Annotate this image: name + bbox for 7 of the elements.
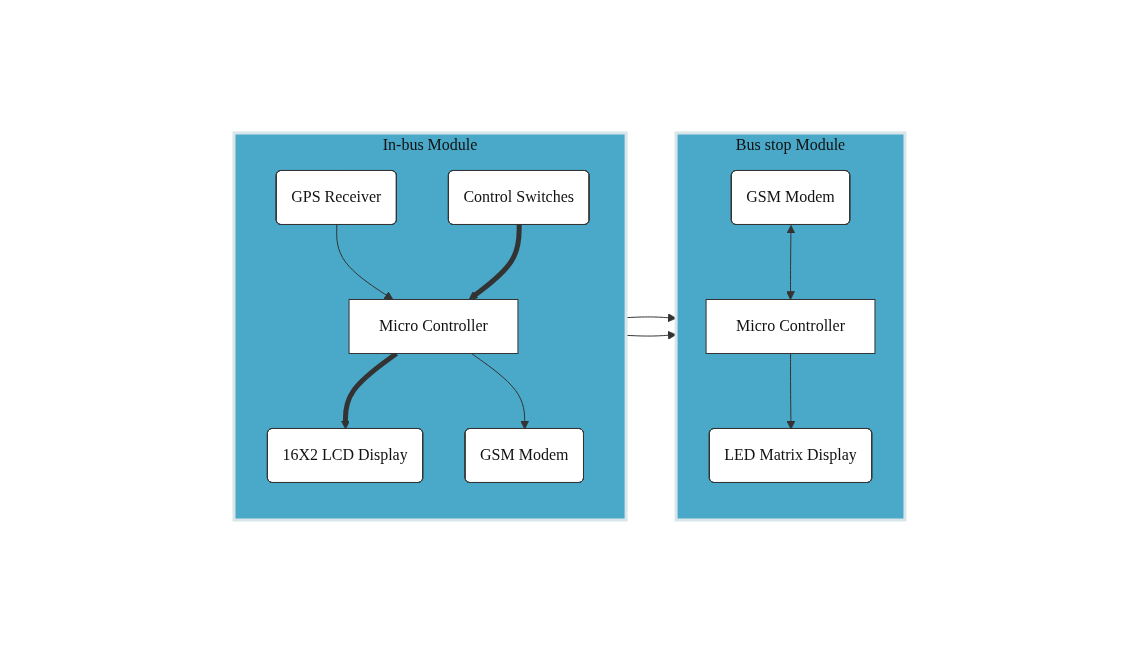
node-box: Micro Controller (348, 299, 519, 354)
node-box: Micro Controller (705, 299, 876, 354)
arrow (786, 353, 796, 430)
arrow (336, 224, 394, 300)
arrow (471, 353, 530, 430)
arrow (468, 224, 522, 300)
arrow (786, 225, 796, 300)
